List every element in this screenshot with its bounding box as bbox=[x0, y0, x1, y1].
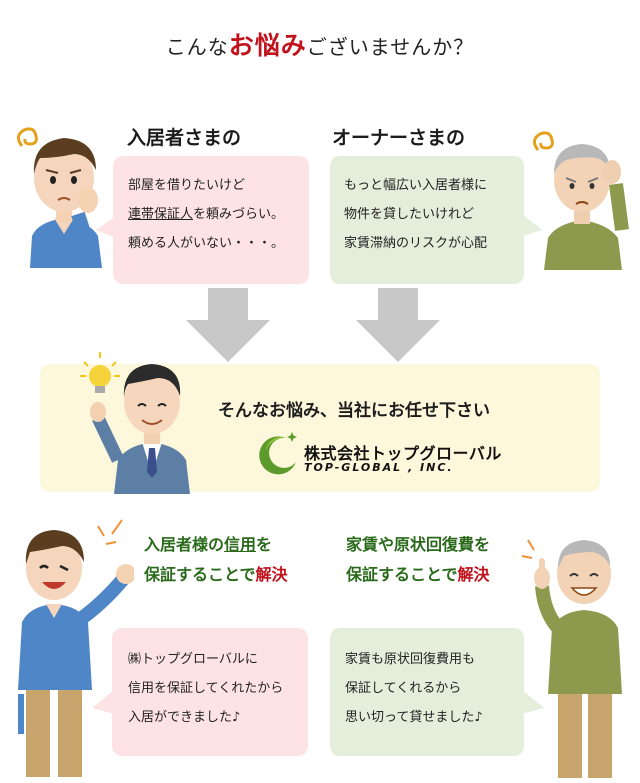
worry-swirl-icon bbox=[17, 127, 38, 147]
owner-worry-bubble: もっと幅広い入居者様に 物件を貸したいけれど 家賃滞納のリスクが心配 bbox=[330, 156, 524, 284]
company-name-en: TOP-GLOBAL , INC. bbox=[304, 461, 454, 474]
owner-section-title: オーナーさまの bbox=[332, 127, 466, 149]
worried-owner-illustration bbox=[533, 131, 629, 270]
tenant-worry-line-3: 頼める人がいない・・・。 bbox=[128, 236, 285, 251]
tenant-benefit-line-2-a: 保証することで bbox=[144, 565, 256, 584]
consultant-illustration bbox=[80, 352, 190, 494]
tenant-bubble-tail bbox=[96, 216, 116, 238]
down-arrow-icon-left bbox=[186, 288, 270, 362]
owner-voice-bubble-tail bbox=[522, 690, 544, 714]
owner-voice-line-1: 家賃も原状回復費用も bbox=[345, 652, 476, 667]
tenant-benefit-headline: 入居者様の信用を 保証することで解決 bbox=[144, 530, 288, 590]
tenant-worry-bubble: 部屋を借りたいけど 連帯保証人を頼みづらい。 頼める人がいない・・・。 bbox=[113, 156, 309, 284]
tenant-benefit-line-2: 保証することで解決 bbox=[144, 560, 288, 590]
company-name-jp: 株式会社トップグローバル bbox=[304, 444, 502, 463]
tenant-worry-line-1: 部屋を借りたいけど bbox=[128, 178, 246, 193]
owner-solved-text: 解決 bbox=[457, 565, 490, 584]
tenant-voice-line-3: 入居ができました♪ bbox=[128, 710, 241, 725]
happy-owner-illustration bbox=[521, 539, 622, 778]
worry-swirl-icon bbox=[533, 131, 554, 151]
tenant-voice-line-1: ㈱トップグローバルに bbox=[128, 652, 258, 667]
tenant-worry-line-2: 連帯保証人を頼みづらい。 bbox=[128, 200, 309, 229]
owner-benefit-headline: 家賃や原状回復費を 保証することで解決 bbox=[346, 530, 490, 590]
owner-bubble-tail bbox=[522, 214, 542, 236]
owner-worry-line-2: 物件を貸したいけれど bbox=[344, 207, 475, 222]
owner-voice-line-3: 思い切って貸せました♪ bbox=[345, 710, 483, 725]
tenant-solved-text: 解決 bbox=[255, 565, 288, 584]
lightbulb-icon bbox=[80, 352, 120, 393]
tenant-benefit-line-1-a: 入居者様の bbox=[144, 535, 225, 554]
credit-underlined: 信用 bbox=[224, 535, 257, 554]
heading-before: こんな bbox=[165, 35, 229, 59]
owner-benefit-line-1: 家賃や原状回復費を bbox=[346, 535, 491, 554]
owner-benefit-line-2: 保証することで解決 bbox=[346, 560, 490, 590]
tenant-benefit-line-1: 入居者様の信用を bbox=[144, 530, 288, 560]
heading-highlight: お悩み bbox=[228, 31, 307, 60]
guarantor-underlined: 連帯保証人 bbox=[128, 207, 194, 222]
owner-worry-line-1: もっと幅広い入居者様に bbox=[344, 178, 488, 193]
tenant-benefit-line-1-b: を bbox=[256, 535, 273, 554]
tenant-worry-line-2-text: を頼みづらい。 bbox=[193, 207, 285, 222]
owner-worry-line-3: 家賃滞納のリスクが心配 bbox=[344, 236, 488, 251]
company-logo-icon bbox=[259, 432, 297, 475]
solution-catchphrase: そんなお悩み、当社にお任せ下さい bbox=[218, 401, 490, 421]
tenant-voice-bubble: ㈱トップグローバルに 信用を保証してくれたから 入居ができました♪ bbox=[112, 628, 308, 756]
tenant-section-title: 入居者さまの bbox=[127, 127, 242, 149]
owner-benefit-line-2-a: 保証することで bbox=[346, 565, 458, 584]
tenant-voice-bubble-tail bbox=[92, 690, 114, 714]
page-heading: こんなお悩みございませんか？ bbox=[0, 26, 640, 62]
owner-voice-line-2: 保証してくれるから bbox=[345, 681, 462, 696]
worried-tenant-illustration bbox=[17, 127, 102, 268]
owner-voice-bubble: 家賃も原状回復費用も 保証してくれるから 思い切って貸せました♪ bbox=[330, 628, 524, 756]
heading-after: ございませんか？ bbox=[306, 35, 475, 59]
happy-tenant-illustration bbox=[18, 519, 134, 777]
tenant-voice-line-2: 信用を保証してくれたから bbox=[128, 681, 284, 696]
down-arrow-icon-right bbox=[356, 288, 440, 362]
